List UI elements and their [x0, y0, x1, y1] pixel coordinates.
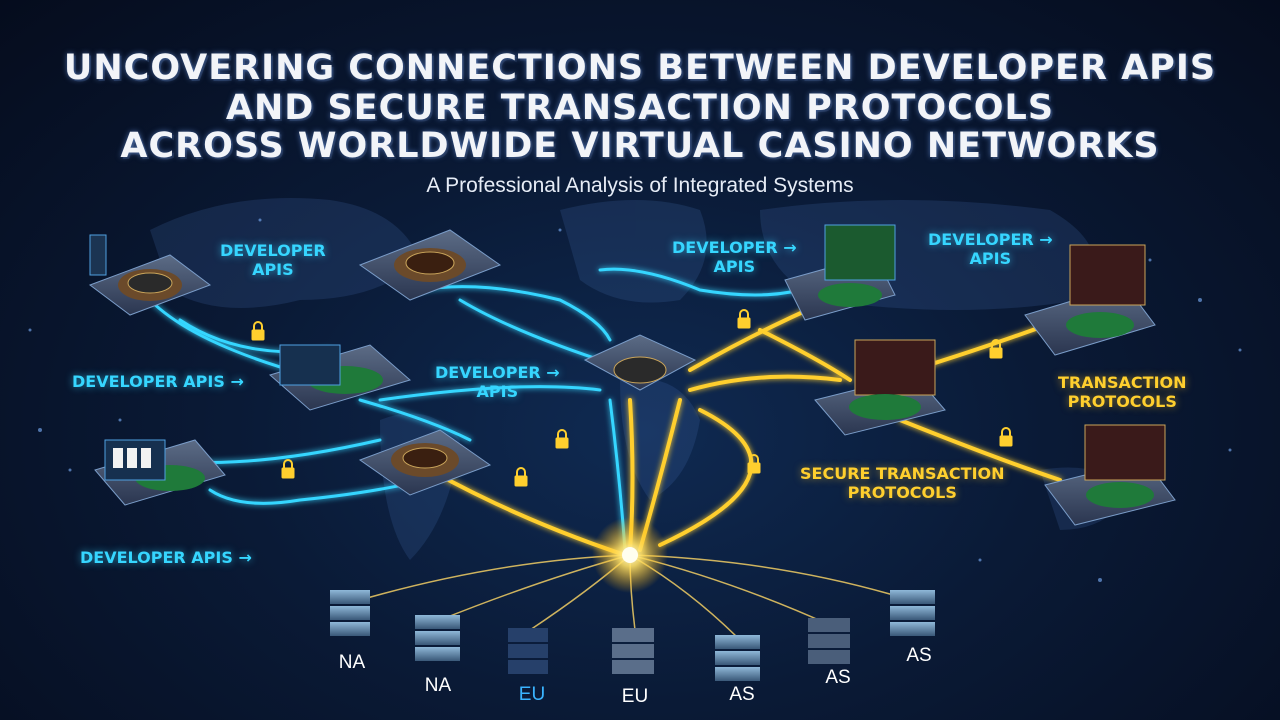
api-link	[418, 285, 612, 342]
lock-icon	[999, 427, 1013, 447]
label-developer-apis: DEVELOPER APIS →	[72, 372, 244, 391]
subtitle: A Professional Analysis of Integrated Sy…	[426, 174, 854, 197]
roulette-platform	[358, 429, 492, 496]
secure-link	[688, 374, 842, 392]
label-developer-apis: DEVELOPER → APIS	[928, 230, 1053, 268]
secure-link	[758, 328, 852, 382]
label-secure-transaction-protocols: SECURE TRANSACTION PROTOCOLS	[800, 464, 1005, 502]
server-stack	[508, 628, 548, 674]
lock-icon	[281, 459, 295, 479]
secure-link	[898, 418, 1062, 482]
secure-links	[428, 298, 1062, 557]
card-table-platform	[268, 344, 412, 411]
api-link	[358, 398, 472, 442]
casino-platforms	[88, 224, 1176, 526]
slot-platform	[814, 339, 946, 436]
region-label: AS	[729, 684, 755, 705]
server-stack	[890, 590, 935, 636]
slot-platform	[94, 439, 226, 506]
title-line-2: AND SECURE TRANSACTION PROTOCOLS	[225, 88, 1055, 128]
central-hub-core	[622, 547, 638, 563]
label-developer-apis: DEVELOPER APIS →	[80, 548, 252, 567]
network-nodes-dots	[28, 218, 1242, 582]
region-label: EU	[518, 684, 546, 705]
region-label: NA	[338, 652, 366, 673]
slot-platform	[784, 224, 896, 321]
server-stack	[330, 590, 370, 636]
regional-servers	[330, 590, 935, 681]
slot-platform	[1024, 244, 1156, 356]
lock-icon	[747, 454, 761, 474]
server-stack	[612, 628, 654, 674]
server-stack	[808, 618, 850, 664]
slot-platform	[1044, 424, 1176, 526]
lock-icon	[555, 429, 569, 449]
label-developer-apis: DEVELOPER → APIS	[435, 363, 560, 401]
api-links	[148, 267, 802, 552]
lock-icons	[251, 309, 1013, 487]
region-label: EU	[621, 686, 649, 707]
roulette-platform	[88, 234, 212, 316]
secure-link	[658, 408, 754, 547]
api-link	[458, 298, 602, 362]
title-line-1: UNCOVERING CONNECTIONS BETWEEN DEVELOPER…	[63, 48, 1217, 88]
region-label: NA	[424, 675, 452, 696]
lock-icon	[514, 467, 528, 487]
lock-icon	[989, 339, 1003, 359]
server-stack	[415, 615, 460, 661]
api-link	[148, 298, 292, 372]
roulette-platform	[358, 229, 502, 301]
api-link	[378, 385, 602, 402]
api-link	[598, 267, 802, 297]
lock-icon	[737, 309, 751, 329]
label-developer-apis: DEVELOPER → APIS	[672, 238, 797, 276]
region-label: AS	[906, 645, 932, 666]
roulette-platform	[583, 334, 697, 391]
label-transaction-protocols: TRANSACTION PROTOCOLS	[1058, 373, 1187, 411]
region-label: AS	[825, 667, 851, 688]
lock-icon	[251, 321, 265, 341]
server-stack	[715, 635, 760, 681]
title-line-3: ACROSS WORLDWIDE VIRTUAL CASINO NETWORKS	[120, 126, 1160, 166]
label-developer-apis: DEVELOPER APIS	[220, 241, 326, 279]
